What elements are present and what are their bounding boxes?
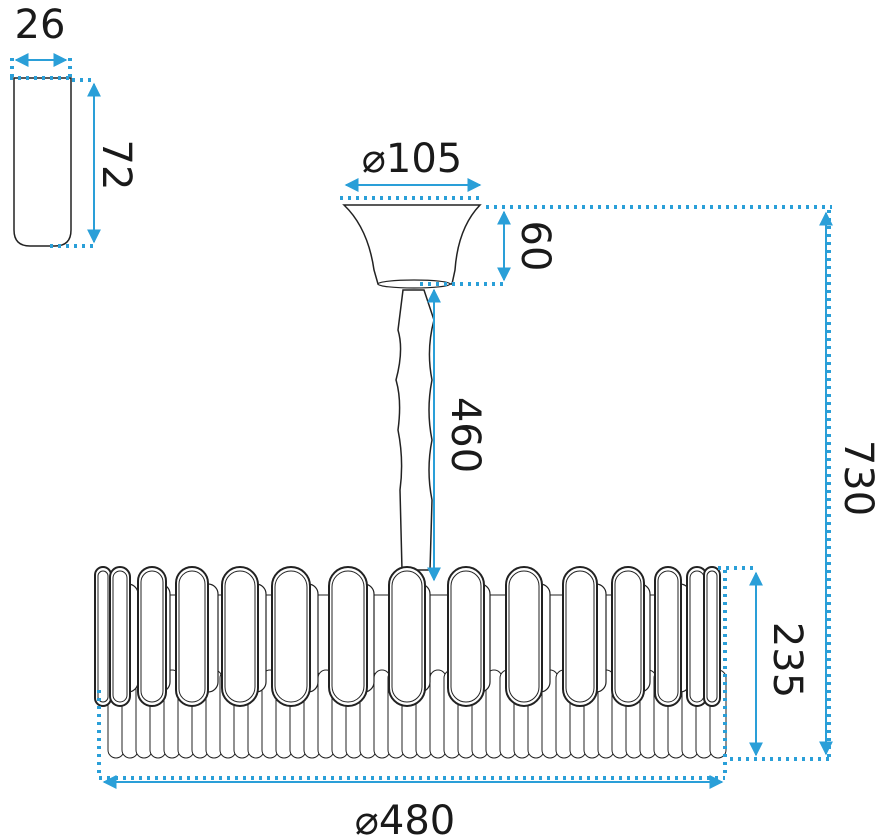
shade-height-label: 235 <box>764 622 810 698</box>
crystal-height-label: 72 <box>93 140 139 191</box>
shade-dimensions: ⌀480 235 730 <box>97 210 881 840</box>
front-crystal <box>391 570 423 703</box>
front-crystal <box>565 570 595 703</box>
front-crystal <box>689 570 705 703</box>
crystal-detail: 26 72 <box>10 2 139 248</box>
front-crystal <box>331 570 365 703</box>
shade-diameter-label: ⌀480 <box>355 798 455 840</box>
chain-body <box>395 289 435 571</box>
front-crystal <box>706 570 718 703</box>
front-crystal-row <box>94 566 721 707</box>
front-crystal <box>140 570 164 703</box>
front-crystal <box>274 570 308 703</box>
canopy-height-label: 60 <box>512 221 558 272</box>
front-crystal <box>657 570 679 703</box>
front-crystal <box>112 570 128 703</box>
front-crystal <box>508 570 540 703</box>
front-crystal <box>450 570 482 703</box>
front-crystal <box>97 570 109 703</box>
crystal-piece <box>13 77 72 247</box>
crystal-width-label: 26 <box>15 2 66 48</box>
canopy-body <box>342 204 482 285</box>
front-crystal <box>224 570 256 703</box>
shade <box>94 566 727 759</box>
canopy: ⌀105 60 <box>340 136 832 289</box>
total-height-label: 730 <box>835 440 881 516</box>
chain: 460 <box>395 288 488 582</box>
front-crystal <box>614 570 642 703</box>
front-crystal <box>178 570 206 703</box>
chain-length-label: 460 <box>442 397 488 473</box>
canopy-diameter-label: ⌀105 <box>362 136 462 182</box>
